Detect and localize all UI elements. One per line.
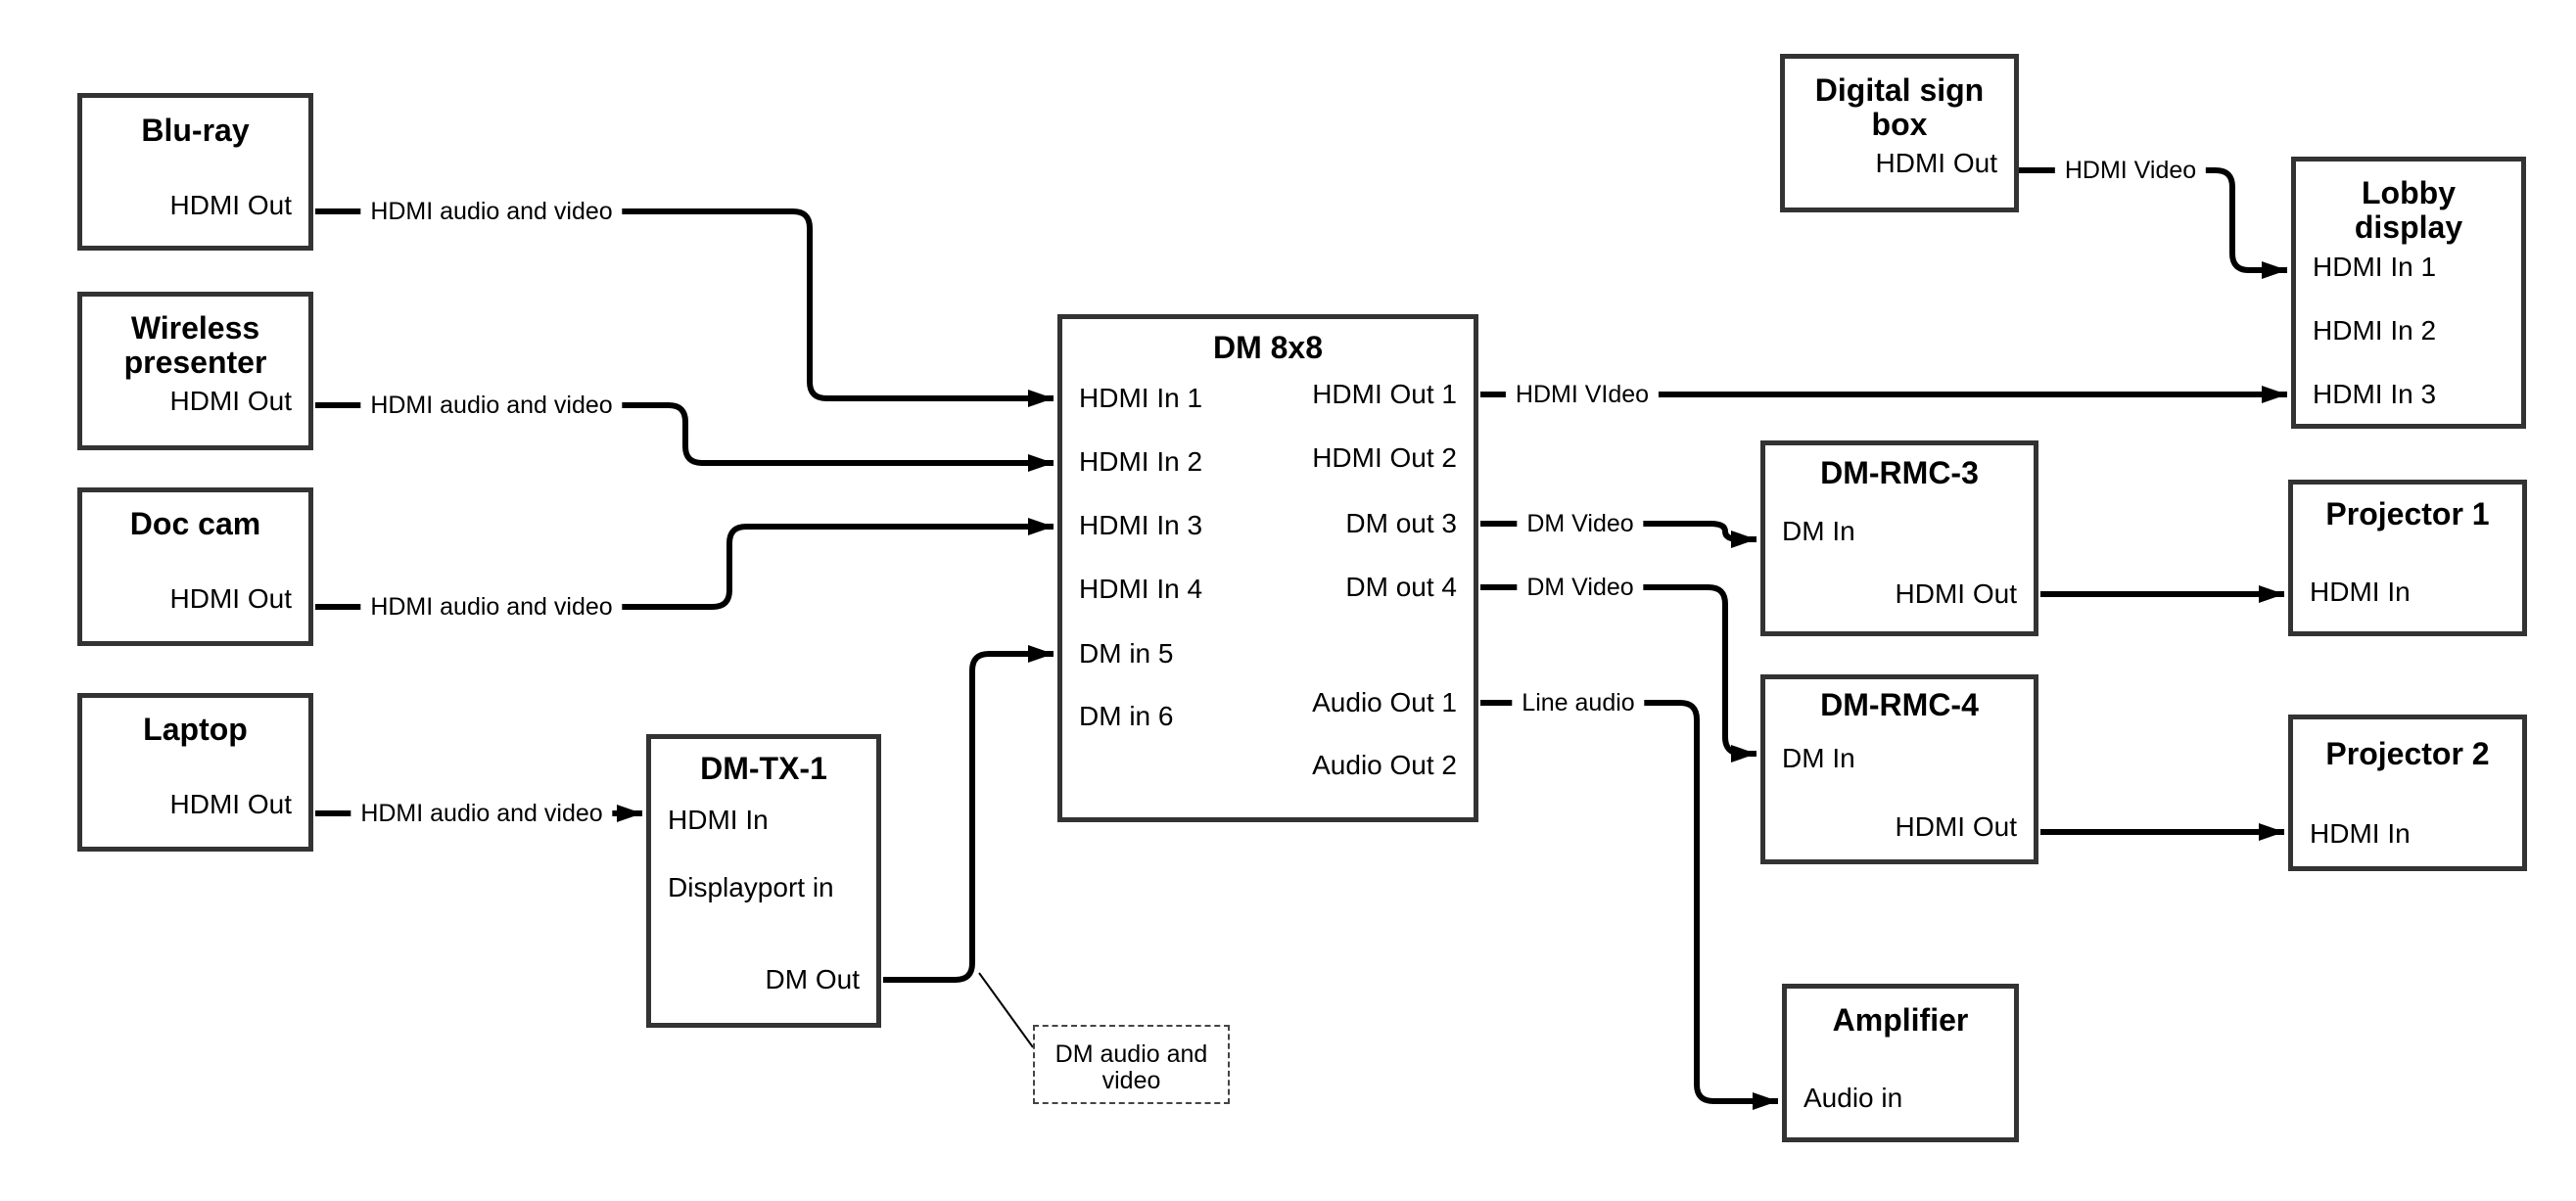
node-dm-8x8 <box>1057 314 1478 822</box>
port-dm-8x8-audio-out-2: Audio Out 2 <box>1312 750 1457 780</box>
port-dm-8x8-audio-out-1: Audio Out 1 <box>1312 687 1457 717</box>
note-text: video <box>1101 1067 1161 1094</box>
node-title: Digital sign <box>1814 72 1985 108</box>
node-doc-cam <box>77 487 313 646</box>
connector-label-digitalsign-to-lobby-in1: HDMI Video <box>2054 156 2207 185</box>
connector-doccam-hdmi-to-dm8x8-in3 <box>315 518 1054 610</box>
port-blu-ray-hdmi-out: HDMI Out <box>169 190 292 220</box>
note-text: DM audio and <box>1054 1040 1208 1068</box>
port-dm-8x8-hdmi-out-2: HDMI Out 2 <box>1312 442 1457 473</box>
node-title: Lobby <box>2362 175 2456 210</box>
port-dm-8x8-dm-out-4: DM out 4 <box>1345 572 1457 602</box>
node-title: display <box>2354 209 2463 245</box>
connector-dm8x8-dmout3-to-rmc3 <box>1480 521 1756 548</box>
port-lobby-display-hdmi-in-3: HDMI In 3 <box>2313 379 2437 409</box>
connector-label-doccam-hdmi-to-dm8x8-in3: HDMI audio and video <box>360 592 623 622</box>
node-dm-rmc-4 <box>1760 674 2038 864</box>
connector-label-dm8x8-hdmiout1-to-lobby-in3: HDMI VIdeo <box>1505 380 1660 409</box>
node-title: Projector 2 <box>2325 736 2490 771</box>
port-dm-rmc-4-dm-in: DM In <box>1782 743 1855 773</box>
port-projector-1-hdmi-in: HDMI In <box>2310 577 2411 607</box>
port-dm-8x8-hdmi-in-4: HDMI In 4 <box>1079 574 1203 604</box>
note-dm-audio-and-video <box>1033 1025 1230 1104</box>
port-lobby-display-hdmi-in-1: HDMI In 1 <box>2313 252 2437 282</box>
connector-dm8x8-audioout1-to-amplifier <box>1480 700 1778 1110</box>
port-dm-rmc-3-hdmi-out: HDMI Out <box>1895 578 2017 609</box>
node-dm-tx-1 <box>646 734 881 1028</box>
node-blu-ray <box>77 93 313 251</box>
connector-label-wireless-hdmi-to-dm8x8-in2: HDMI audio and video <box>360 391 623 420</box>
connector-label-laptop-hdmi-to-dmtx1: HDMI audio and video <box>351 799 613 828</box>
node-title: box <box>1871 107 1928 142</box>
port-dm-8x8-hdmi-in-2: HDMI In 2 <box>1079 446 1203 477</box>
port-dm-tx-1-hdmi-in: HDMI In <box>668 805 769 835</box>
node-laptop <box>77 693 313 852</box>
node-title: Doc cam <box>129 506 261 541</box>
port-dm-tx-1-dm-out: DM Out <box>765 964 860 994</box>
port-amplifier-audio-in: Audio in <box>1803 1083 1903 1113</box>
port-dm-tx-1-displayport-in: Displayport in <box>668 872 834 902</box>
connector-label-dm8x8-dmout3-to-rmc3: DM Video <box>1517 509 1644 538</box>
node-lobby-display <box>2291 157 2526 429</box>
port-laptop-hdmi-out: HDMI Out <box>169 789 292 819</box>
port-dm-8x8-hdmi-in-3: HDMI In 3 <box>1079 510 1203 540</box>
node-title: Wireless <box>130 310 260 346</box>
port-lobby-display-hdmi-in-2: HDMI In 2 <box>2313 315 2437 346</box>
connector-label-dm8x8-dmout4-to-rmc4: DM Video <box>1517 573 1644 602</box>
connector-wireless-hdmi-to-dm8x8-in2 <box>315 402 1054 472</box>
connector-label-bluray-hdmi-to-dm8x8-in1: HDMI audio and video <box>360 197 623 226</box>
port-wireless-presenter-hdmi-out: HDMI Out <box>169 386 292 416</box>
node-title: Laptop <box>143 712 248 747</box>
node-title: Amplifier <box>1832 1002 1969 1038</box>
node-projector-2 <box>2288 715 2527 871</box>
node-amplifier <box>1782 984 2019 1142</box>
port-dm-8x8-dm-in-6: DM in 6 <box>1079 701 1174 731</box>
connector-bluray-hdmi-to-dm8x8-in1 <box>315 208 1054 407</box>
port-digital-sign-box-hdmi-out: HDMI Out <box>1875 148 1997 178</box>
node-wireless-presenter <box>77 292 313 450</box>
node-projector-1 <box>2288 480 2527 636</box>
connector-digitalsign-to-lobby-in1 <box>2019 167 2287 279</box>
connector-dmtx1-dmout-to-dm8x8-in5 <box>883 645 1054 983</box>
port-dm-rmc-4-hdmi-out: HDMI Out <box>1895 811 2017 842</box>
node-title: DM-RMC-3 <box>1820 455 1979 490</box>
note-callout-line <box>978 972 1034 1048</box>
port-dm-8x8-hdmi-out-1: HDMI Out 1 <box>1312 379 1457 409</box>
port-dm-8x8-dm-out-3: DM out 3 <box>1345 508 1457 538</box>
connector-dm8x8-dmout4-to-rmc4 <box>1480 584 1756 762</box>
node-title: DM-RMC-4 <box>1820 687 1979 722</box>
node-digital-sign-box <box>1780 54 2019 212</box>
port-dm-8x8-hdmi-in-1: HDMI In 1 <box>1079 383 1203 413</box>
node-title: Projector 1 <box>2325 496 2490 531</box>
connector-label-dm8x8-audioout1-to-amplifier: Line audio <box>1512 688 1645 717</box>
node-title: DM 8x8 <box>1212 330 1324 365</box>
port-projector-2-hdmi-in: HDMI In <box>2310 818 2411 849</box>
node-title: DM-TX-1 <box>700 751 827 786</box>
port-doc-cam-hdmi-out: HDMI Out <box>169 583 292 614</box>
port-dm-rmc-3-dm-in: DM In <box>1782 516 1855 546</box>
node-dm-rmc-3 <box>1760 440 2038 636</box>
node-title: presenter <box>123 345 267 380</box>
port-dm-8x8-dm-in-5: DM in 5 <box>1079 638 1174 669</box>
node-title: Blu-ray <box>141 113 250 148</box>
